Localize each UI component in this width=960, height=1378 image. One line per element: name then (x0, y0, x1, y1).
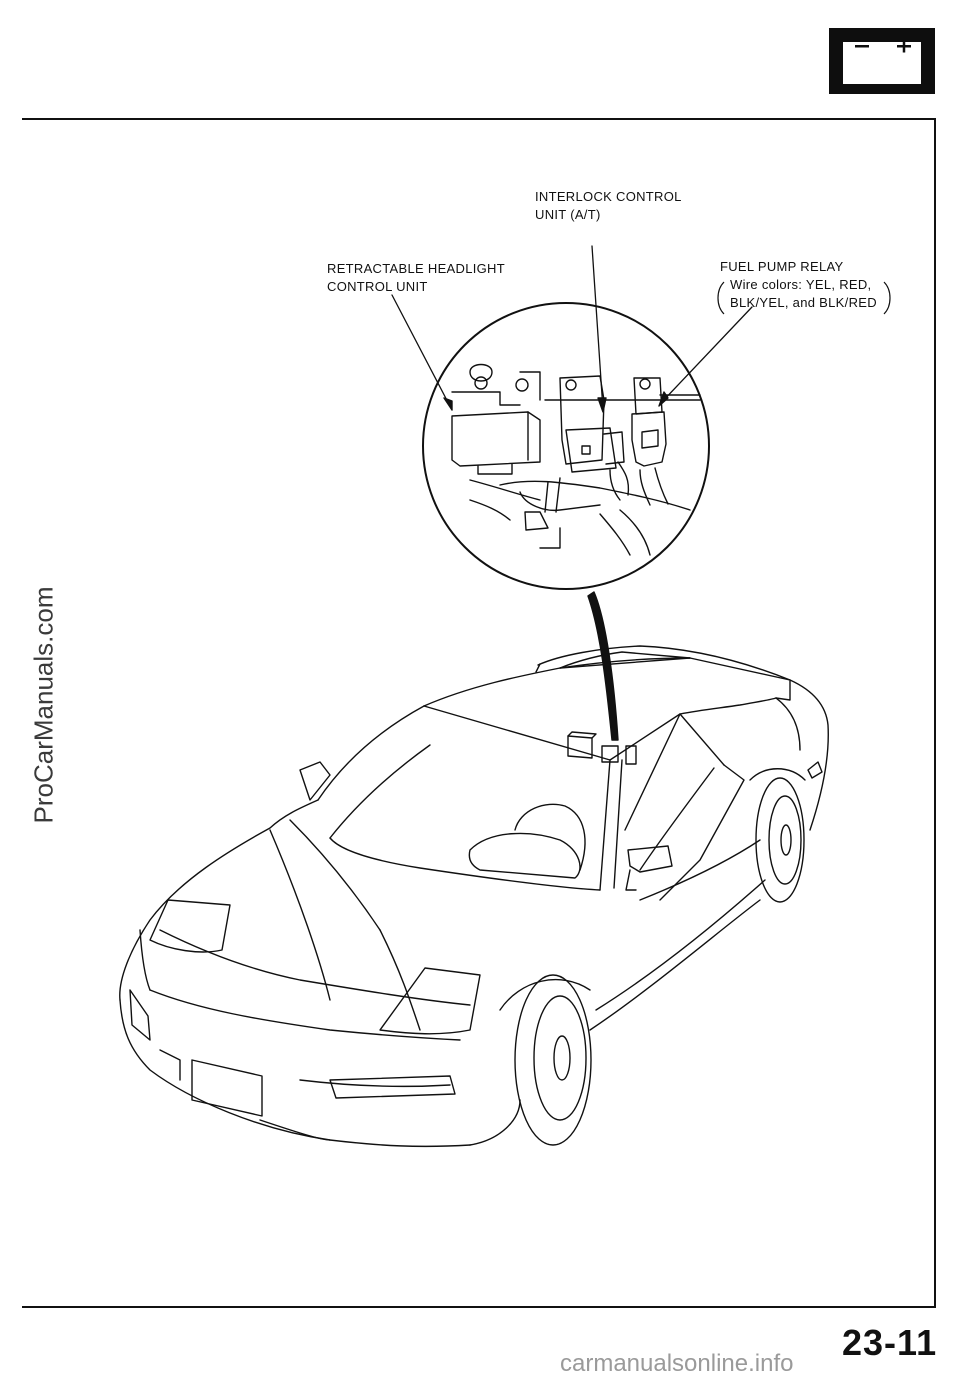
fuel-pump-label-line2: Wire colors: YEL, RED, (730, 277, 872, 292)
headlight-control-unit-label: RETRACTABLE HEADLIGHT CONTROL UNIT (327, 260, 505, 296)
page-frame (22, 118, 936, 1308)
bottom-watermark: carmanualsonline.info (560, 1350, 794, 1377)
side-watermark: ProCarManuals.com (28, 586, 59, 824)
page-number: 23-11 (842, 1322, 938, 1363)
interlock-label-line1: INTERLOCK CONTROL (535, 189, 682, 204)
headlight-label-line2: CONTROL UNIT (327, 279, 428, 294)
interlock-label-line2: UNIT (A/T) (535, 207, 601, 222)
fuel-pump-label-line1: FUEL PUMP RELAY (720, 259, 844, 274)
headlight-label-line1: RETRACTABLE HEADLIGHT (327, 261, 505, 276)
fuel-pump-relay-label: FUEL PUMP RELAY Wire colors: YEL, RED, B… (720, 258, 877, 312)
battery-icon (829, 28, 935, 94)
interlock-control-unit-label: INTERLOCK CONTROL UNIT (A/T) (535, 188, 682, 224)
fuel-pump-label-line3: BLK/YEL, and BLK/RED (730, 295, 877, 310)
